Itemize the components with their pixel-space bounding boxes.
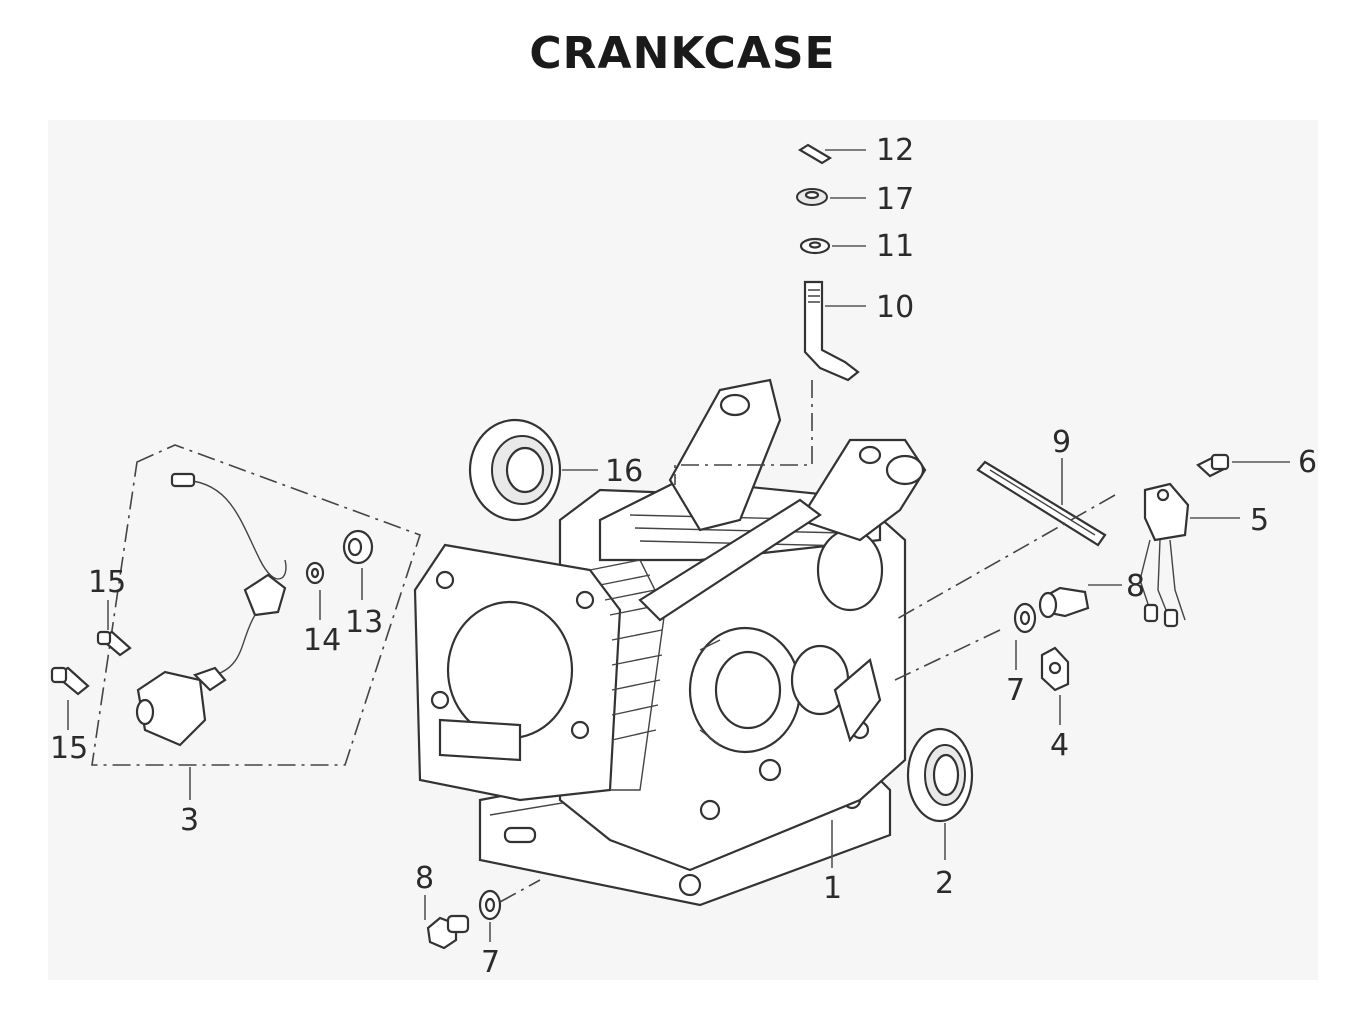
nut-part-4 — [1040, 646, 1070, 692]
bolt-part-15-lower — [50, 666, 90, 696]
module-part-5 — [1139, 482, 1190, 628]
callout-14: 14 — [303, 623, 341, 658]
callout-5: 5 — [1250, 503, 1269, 538]
drain-plug-part-8 — [1038, 586, 1090, 619]
callout-8-right: 8 — [1126, 569, 1145, 604]
callout-13: 13 — [345, 605, 383, 640]
callout-6: 6 — [1298, 445, 1317, 480]
oil-seal-part-2 — [906, 727, 974, 823]
callout-11: 11 — [876, 229, 914, 264]
callout-15-upper: 15 — [88, 565, 126, 600]
callout-8-bottom: 8 — [415, 861, 434, 896]
bearing-part-16 — [468, 418, 562, 522]
bolt-part-15-upper — [96, 630, 132, 657]
rod-part-9 — [976, 460, 1107, 547]
spacer-part-13 — [342, 529, 374, 565]
bolt-part-8-bottom — [426, 914, 470, 950]
callout-16: 16 — [605, 454, 643, 489]
washer-part-7-bottom — [478, 889, 502, 921]
callout-7-right: 7 — [1006, 673, 1025, 708]
callout-4: 4 — [1050, 728, 1069, 763]
ignition-coil-part-3 — [135, 472, 287, 747]
bolt-part-6 — [1196, 453, 1230, 478]
callout-3: 3 — [180, 803, 199, 838]
callout-1: 1 — [823, 871, 842, 906]
callout-9: 9 — [1052, 425, 1071, 460]
coil-group-outline — [91, 444, 421, 766]
callout-7-bottom: 7 — [481, 945, 500, 980]
callout-15-lower: 15 — [50, 731, 88, 766]
washer-part-14 — [305, 561, 325, 585]
callout-17: 17 — [876, 182, 914, 217]
page-title: CRANKCASE — [529, 28, 836, 79]
governor-shaft-stack — [796, 143, 860, 382]
callout-10: 10 — [876, 290, 914, 325]
callout-12: 12 — [876, 133, 914, 168]
cylinder-block — [413, 543, 666, 802]
governor-bracket — [638, 378, 927, 622]
washer-part-7-right — [1013, 602, 1037, 634]
callout-2: 2 — [935, 866, 954, 901]
